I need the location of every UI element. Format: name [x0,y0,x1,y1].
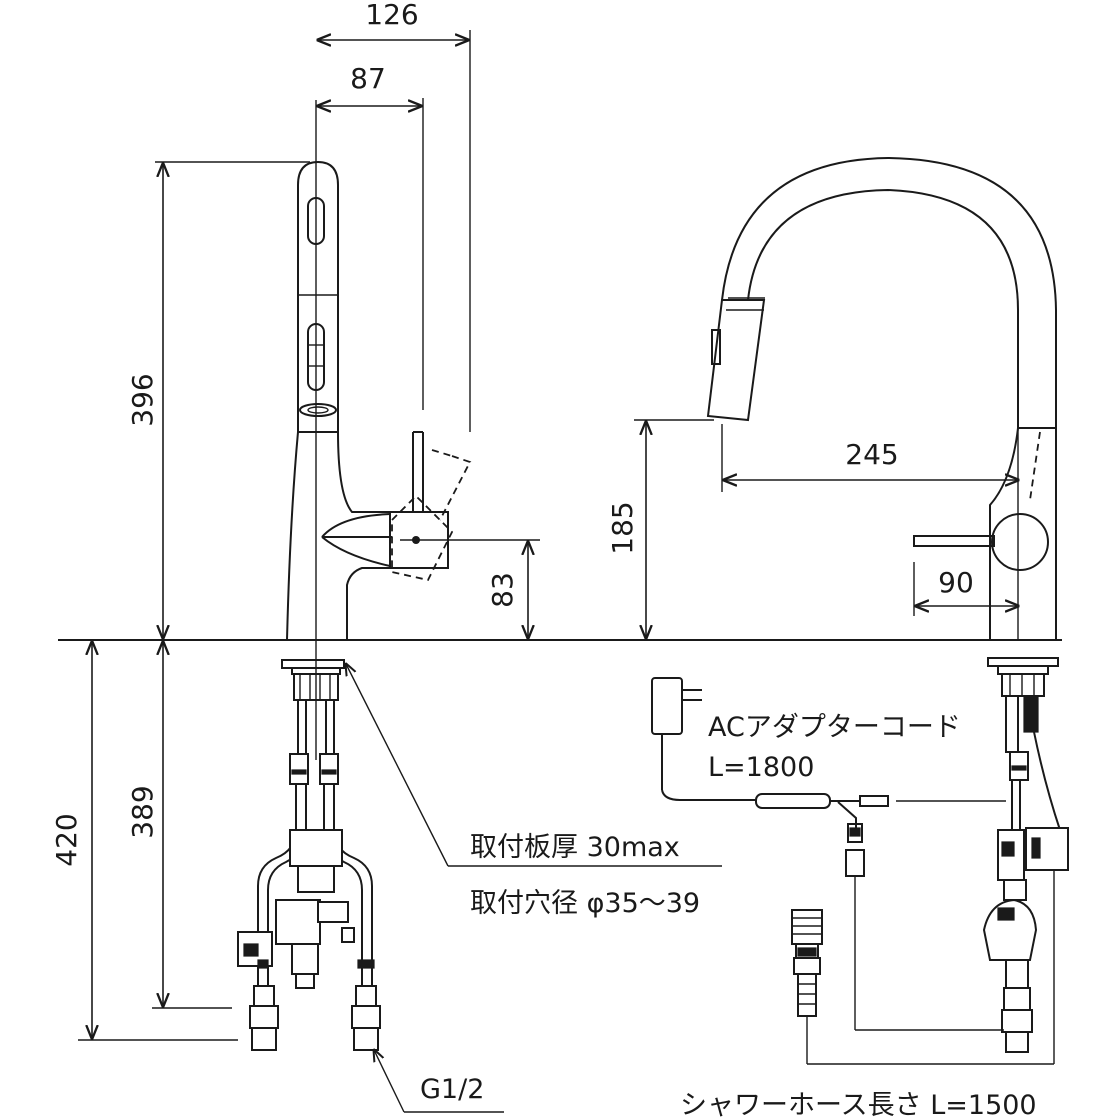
dim-126-label: 126 [365,0,418,31]
dim-126 [318,30,471,432]
left-faucet-side-view [286,100,540,760]
left-under-counter-assembly [237,659,381,1051]
ac-adapter-cord-label: ACアダプターコード [708,712,961,743]
dim-90-label: 90 [938,566,974,599]
dim-185-label: 185 [606,501,639,554]
shower-hose-label: シャワーホース長さ L=1500 [680,1090,1037,1120]
dim-420-label: 420 [50,813,83,866]
thread-label: G1/2 [420,1074,484,1105]
shower-hose-connector [791,870,1055,1065]
thread-leader [374,1050,504,1113]
plate-thickness-label: 取付板厚 30max [470,832,680,863]
dim-87-label: 87 [350,62,386,95]
dim-83-label: 83 [486,572,519,608]
mounting-leader [346,664,722,867]
ac-adapter-length-label: L=1800 [708,752,814,783]
dim-396 [155,161,310,638]
dim-396-label: 396 [126,373,159,426]
dim-420 [78,642,238,1041]
right-under-counter-assembly [982,657,1069,1053]
dim-87 [318,98,424,410]
right-faucet-front-view [706,156,1057,641]
dim-389 [152,642,232,1009]
ac-adapter-cord [651,677,1006,1031]
dim-389-label: 389 [126,785,159,838]
dim-245 [721,424,1018,492]
dim-245-label: 245 [845,438,898,471]
hole-diameter-label: 取付穴径 φ35～39 [470,888,700,919]
dim-90 [913,562,1018,616]
dim-185 [634,419,714,638]
